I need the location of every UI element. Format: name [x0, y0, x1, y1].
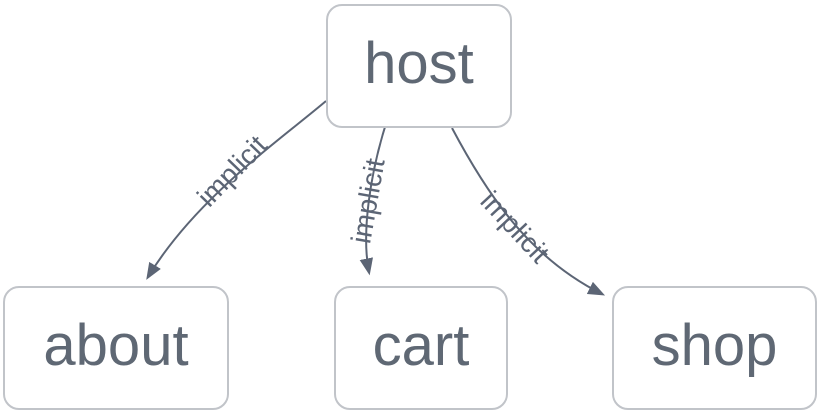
node-label: about — [43, 313, 189, 378]
node-label: host — [364, 31, 474, 96]
edge-line[interactable] — [146, 100, 327, 280]
edge-label: implicit — [474, 185, 555, 269]
edge-host-cart[interactable]: implicit — [345, 126, 391, 276]
node-cart[interactable]: cart — [334, 286, 508, 410]
node-label: shop — [651, 313, 778, 378]
edge-label: implicit — [191, 129, 273, 212]
edge-host-about[interactable]: implicit — [146, 100, 327, 280]
edge-line[interactable] — [451, 127, 606, 296]
edge-label: implicit — [345, 156, 390, 246]
node-label: cart — [372, 313, 470, 378]
node-shop[interactable]: shop — [612, 286, 817, 410]
edge-host-shop[interactable]: implicit — [451, 127, 606, 296]
edge-line[interactable] — [359, 126, 386, 276]
node-host[interactable]: host — [326, 4, 512, 128]
node-about[interactable]: about — [3, 286, 229, 410]
